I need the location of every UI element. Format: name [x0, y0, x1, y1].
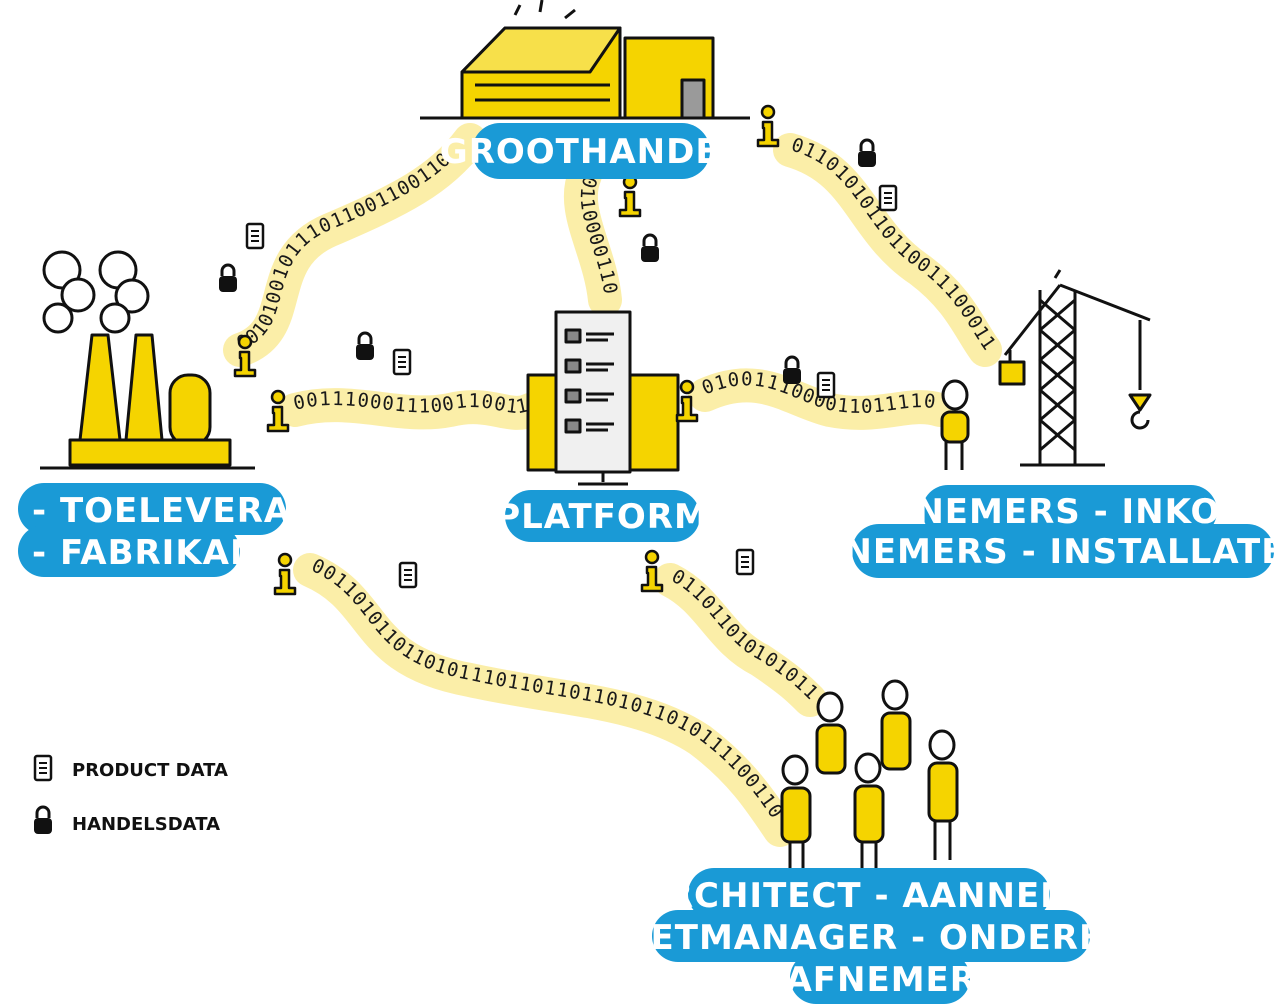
factory-illustration [40, 250, 255, 470]
groothandel-node: GROOTHANDEL [440, 123, 742, 179]
architects-label-line3: - AFNEMERS [758, 960, 1003, 1000]
buyers-node: AFNEMERS - INKOOP AANNEMERS - INSTALLATE… [759, 485, 1281, 578]
person-illustration [940, 379, 970, 470]
architects-label-line2: - ASSETMANAGER - ONDERHOUD [546, 918, 1196, 958]
crane-illustration [998, 269, 1152, 467]
supplier-label-line1: - TOELEVERANCIER [32, 491, 412, 531]
legend: PRODUCT DATA HANDELSDATA [32, 754, 228, 836]
architects-label-line1: - ARCHITECT - AANNEMER [612, 876, 1127, 916]
document-icon [33, 754, 53, 782]
people-group-illustration [780, 679, 959, 872]
buyers-label-line2: AANNEMERS - INSTALLATEURS [759, 532, 1281, 572]
warehouse-illustration [420, 0, 750, 120]
supplier-label-line2: - FABRIKANT [32, 533, 284, 573]
supplier-node: - TOELEVERANCIER - FABRIKANT [18, 483, 412, 577]
binary-stream-supplier-groothandel: 001010010111011001100110 [233, 148, 455, 355]
architects-node: - ARCHITECT - AANNEMER - ASSETMANAGER - … [546, 868, 1196, 1004]
platform-monitor-illustration [526, 310, 680, 486]
platform-label: PLATFORM [495, 497, 709, 537]
buyers-label-line1: AFNEMERS - INKOOP [864, 492, 1276, 532]
legend-product-data: PRODUCT DATA [72, 760, 228, 781]
lock-icon [32, 805, 54, 836]
groothandel-label: GROOTHANDEL [440, 132, 742, 172]
legend-handelsdata: HANDELSDATA [72, 814, 220, 835]
platform-node: PLATFORM [495, 490, 709, 542]
